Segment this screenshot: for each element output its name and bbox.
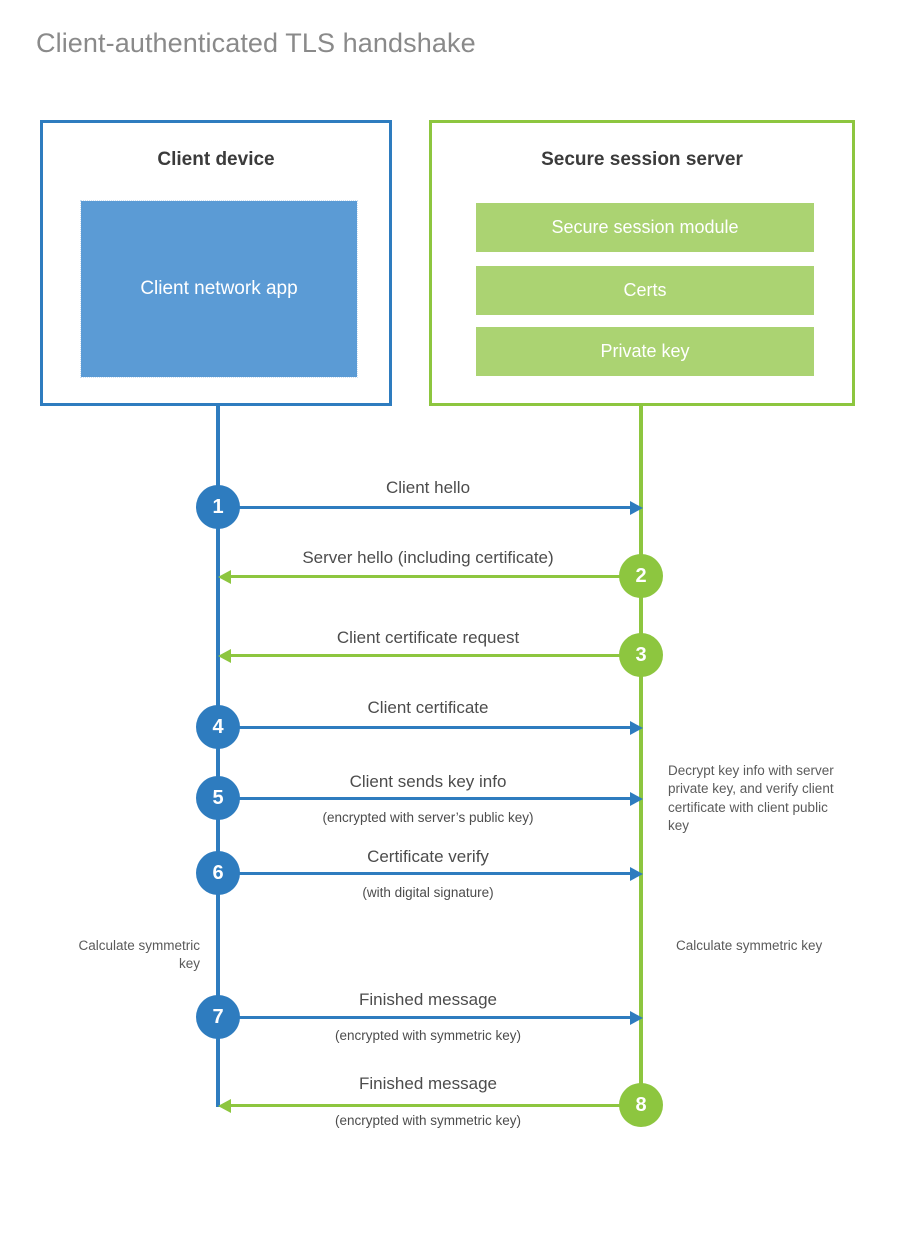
- step-5-arrow-head-icon: [630, 791, 643, 806]
- server-component-secure-session-module: Secure session module: [476, 203, 814, 252]
- step-8-arrow-line: [231, 1104, 641, 1107]
- step-1-arrow-head-icon: [630, 500, 643, 515]
- step-1-arrow-line: [218, 506, 630, 509]
- step-3-label: Client certificate request: [336, 628, 520, 647]
- step-5-arrow-line: [218, 797, 630, 800]
- step-1-badge[interactable]: 1: [196, 485, 240, 529]
- step-2-arrow-head-icon: [218, 569, 231, 584]
- server-lifeline: [639, 406, 643, 1107]
- client-device-box: Client device Client network app: [40, 120, 392, 406]
- step-6-arrow-line: [218, 872, 630, 875]
- step-6-sublabel: (with digital signature): [362, 885, 494, 900]
- server-calculate-symmetric-key-note: Calculate symmetric key: [676, 938, 823, 953]
- step-7-sublabel: (encrypted with symmetric key): [334, 1028, 522, 1043]
- step-1-label: Client hello: [385, 478, 471, 497]
- step-7-arrow-head-icon: [630, 1010, 643, 1025]
- secure-session-server-box: Secure session server Secure session mod…: [429, 120, 855, 406]
- server-component-private-key: Private key: [476, 327, 814, 376]
- step-3-arrow-line: [231, 654, 641, 657]
- step-7-badge[interactable]: 7: [196, 995, 240, 1039]
- step-6-badge[interactable]: 6: [196, 851, 240, 895]
- step-8-arrow-head-icon: [218, 1098, 231, 1113]
- step-2-label: Server hello (including certificate): [302, 548, 554, 567]
- step-4-badge[interactable]: 4: [196, 705, 240, 749]
- step-5-badge[interactable]: 5: [196, 776, 240, 820]
- client-lifeline: [216, 406, 220, 1107]
- step-8-badge[interactable]: 8: [619, 1083, 663, 1127]
- step-7-label: Finished message: [359, 990, 497, 1009]
- step-2-arrow-line: [231, 575, 641, 578]
- step-3-badge[interactable]: 3: [619, 633, 663, 677]
- step-7-arrow-line: [218, 1016, 630, 1019]
- server-decrypt-note: Decrypt key info with server private key…: [668, 763, 834, 834]
- server-component-certs: Certs: [476, 266, 814, 315]
- step-2-badge[interactable]: 2: [619, 554, 663, 598]
- step-4-label: Client certificate: [367, 698, 489, 717]
- step-5-label: Client sends key info: [349, 772, 507, 791]
- secure-session-server-title: Secure session server: [541, 149, 743, 170]
- page-title: Client-authenticated TLS handshake: [36, 28, 476, 58]
- step-8-label: Finished message: [359, 1074, 497, 1093]
- step-4-arrow-line: [218, 726, 630, 729]
- step-6-arrow-head-icon: [630, 866, 643, 881]
- step-6-label: Certificate verify: [367, 847, 489, 866]
- client-calculate-symmetric-key-note: Calculate symmetric key: [78, 938, 200, 972]
- client-network-app-block: Client network app: [80, 200, 358, 378]
- step-5-sublabel: (encrypted with server’s public key): [322, 810, 534, 825]
- step-3-arrow-head-icon: [218, 648, 231, 663]
- step-4-arrow-head-icon: [630, 720, 643, 735]
- client-device-title: Client device: [157, 149, 275, 170]
- step-8-sublabel: (encrypted with symmetric key): [334, 1113, 522, 1128]
